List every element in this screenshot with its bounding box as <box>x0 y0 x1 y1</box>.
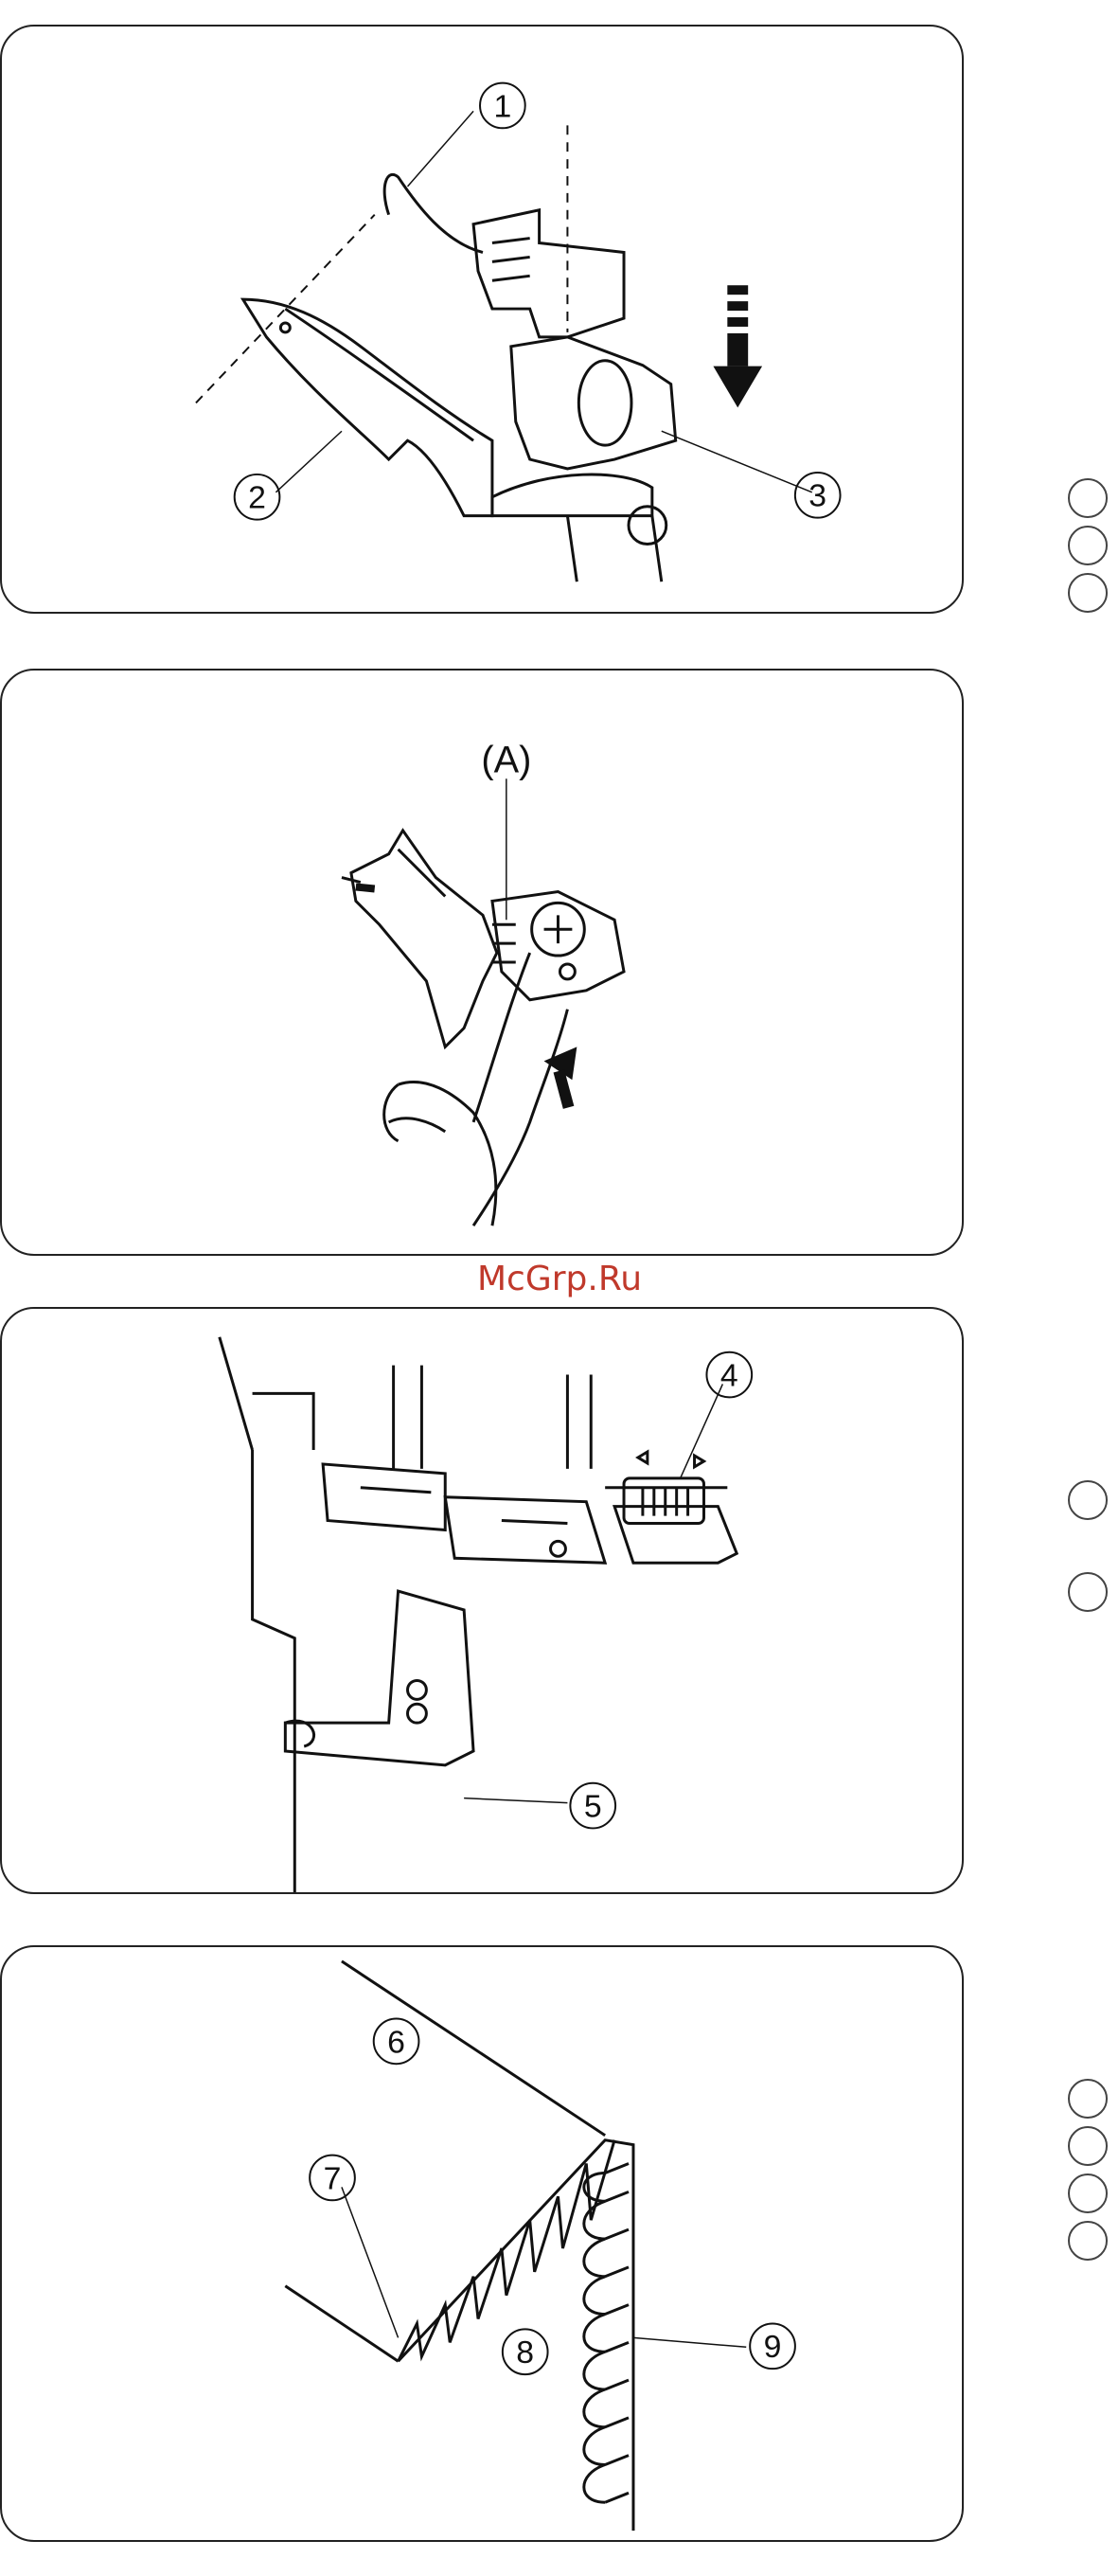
label-a: (A) <box>481 739 531 780</box>
callout-7: 7 <box>324 2160 342 2196</box>
callout-1: 1 <box>493 88 511 124</box>
margin-circle <box>1068 526 1108 565</box>
callout-3: 3 <box>808 478 826 514</box>
margin-circle <box>1068 573 1108 613</box>
callout-9: 9 <box>764 2329 782 2365</box>
blade-illustration: 4 5 <box>2 1309 962 1892</box>
margin-circle <box>1068 2174 1108 2213</box>
illustration-panel-3: 4 5 <box>0 1307 964 1894</box>
margin-circle <box>1068 2126 1108 2166</box>
illustration-panel-4: 6 7 8 9 <box>0 1945 964 2542</box>
margin-circle <box>1068 1572 1108 1612</box>
callout-4: 4 <box>720 1357 738 1393</box>
callout-2: 2 <box>248 480 266 516</box>
illustration-panel-1: 1 2 3 <box>0 25 964 614</box>
margin-circle <box>1068 2079 1108 2119</box>
watermark: McGrp.Ru <box>0 1260 1119 1298</box>
callout-5: 5 <box>584 1789 602 1825</box>
illustration-panel-2: (A) <box>0 669 964 1256</box>
margin-circle <box>1068 2221 1108 2261</box>
foot-release-illustration: (A) <box>2 671 962 1254</box>
callout-6: 6 <box>387 2024 405 2060</box>
margin-circle <box>1068 478 1108 518</box>
presser-foot-illustration: 1 2 3 <box>2 27 962 612</box>
stitch-illustration: 6 7 8 9 <box>2 1947 962 2540</box>
margin-circle <box>1068 1480 1108 1520</box>
callout-8: 8 <box>516 2334 534 2370</box>
